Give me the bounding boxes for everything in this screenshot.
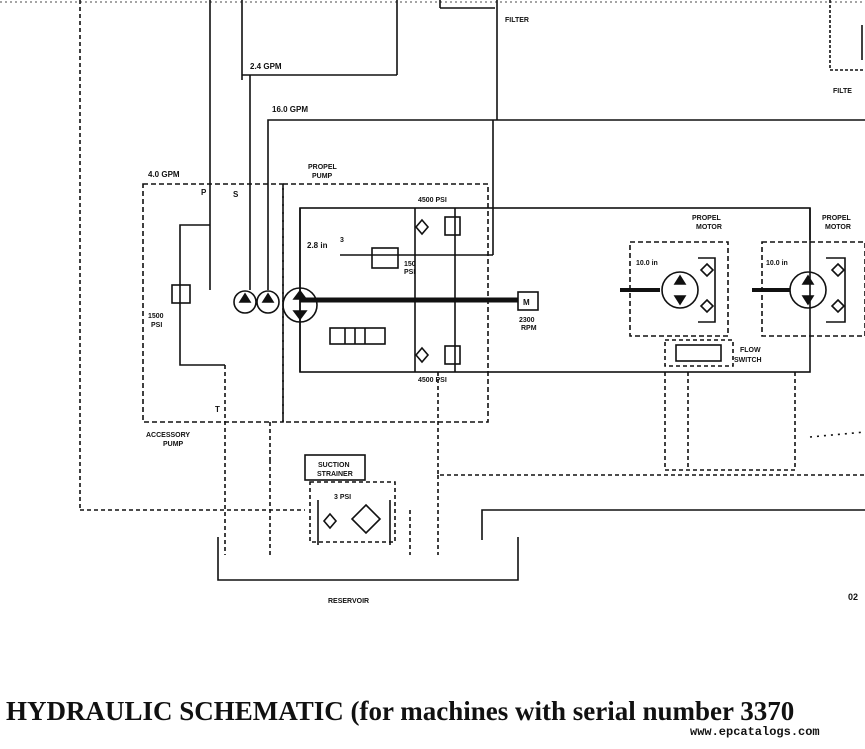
strainer-check (322, 512, 338, 530)
main-loop (299, 207, 811, 373)
accessory-relief-loop (179, 224, 225, 366)
accessory-relief-valve (171, 284, 191, 304)
propel-pump (282, 287, 318, 323)
propel-motor-right-box (761, 241, 865, 337)
pump-displacement-cubed: 3 (340, 237, 344, 244)
motor-left-check-2 (699, 298, 715, 314)
strainer-filter (350, 503, 382, 535)
suction-strainer-label-2: STRAINER (317, 471, 353, 478)
relief-top-label: 4500 PSI (418, 197, 447, 204)
motor-right-arrow-up (801, 274, 815, 285)
flow-switch (675, 344, 722, 362)
filter-label: FILTER (505, 17, 529, 24)
accessory-pump-box (142, 183, 284, 423)
propel-motor-right (789, 271, 827, 309)
accessory-pump-label-1: ACCESSORY (146, 432, 190, 439)
pump-arrow-2 (261, 292, 275, 303)
propel-motor-left (661, 271, 699, 309)
strainer-psi-label: 3 PSI (334, 494, 351, 501)
motor-right-check-2 (830, 298, 846, 314)
propel-motor-right-label-2: MOTOR (825, 224, 851, 231)
propel-pump-label-1: PROPEL (308, 164, 338, 171)
reservoir-right (481, 509, 865, 540)
rpm-label-2: RPM (521, 325, 537, 332)
motor-left-check-1 (699, 262, 715, 278)
reservoir-label: RESERVOIR (328, 598, 369, 605)
flow-16-label: 16.0 GPM (272, 105, 308, 114)
propel-motor-left-label-1: PROPEL (692, 215, 722, 222)
page-title: HYDRAULIC SCHEMATIC (for machines with s… (6, 696, 795, 726)
flow-switch-label-1: FLOW (740, 347, 761, 354)
motor-right-arrow-down (801, 295, 815, 306)
accessory-relief-label-2: PSI (151, 322, 162, 329)
flow-switch-label-2: SWITCH (734, 357, 762, 364)
propel-pump-box (282, 183, 489, 423)
port-p-label: P (201, 188, 207, 197)
page-code: 02 (848, 592, 859, 602)
accessory-pump-2 (256, 290, 280, 314)
motor-disp-left-label: 10.0 in (636, 260, 658, 267)
accessory-pump-label-2: PUMP (163, 441, 184, 448)
accessory-pump-1 (233, 290, 257, 314)
servo-control (329, 327, 386, 345)
electric-motor (517, 291, 539, 311)
filter-right-box (829, 0, 865, 71)
suction-strainer-label-1: SUCTION (318, 462, 350, 469)
suction-strainer-box (304, 454, 366, 481)
return-line-1 (664, 372, 796, 471)
pump-arrow-4 (292, 310, 308, 321)
charge-label-2: PSI (404, 269, 415, 276)
reservoir-tank (217, 537, 519, 581)
flow-switch-box (664, 339, 734, 367)
watermark: www.epcatalogs.com (690, 725, 820, 739)
propel-motor-left-label-2: MOTOR (696, 224, 722, 231)
check-valve-bottom (414, 346, 430, 364)
port-s-label: S (233, 190, 239, 199)
relief-bottom-label: 4500 PSI (418, 377, 447, 384)
motor-drive-label: M (523, 298, 530, 307)
motor-right-valves (826, 257, 846, 323)
check-valve-top (414, 218, 430, 236)
motor-left-arrow-up (673, 274, 687, 285)
motor-left-valves (698, 257, 716, 323)
flow-2-4-label: 2.4 GPM (250, 62, 282, 71)
accessory-relief-label-1: 1500 (148, 313, 164, 320)
charge-label-1: 150 (404, 261, 416, 268)
propel-motor-left-box (629, 241, 729, 337)
return-dash-right (809, 431, 865, 438)
filter-right-label: FILTE (833, 88, 852, 95)
rpm-label-1: 2300 (519, 317, 535, 324)
port-t-label: T (215, 405, 220, 414)
line-16-gpm (267, 119, 865, 290)
propel-pump-label-2: PUMP (312, 173, 333, 180)
relief-valve-top (444, 216, 461, 236)
return-line-3 (437, 372, 865, 476)
motor-left-arrow-down (673, 295, 687, 306)
charge-relief-valve (371, 247, 399, 269)
pump-arrow-3 (292, 289, 308, 300)
motor-right-check-1 (830, 262, 846, 278)
relief-valve-bottom (444, 345, 461, 365)
propel-motor-right-label-1: PROPEL (822, 215, 852, 222)
motor-disp-right-label: 10.0 in (766, 260, 788, 267)
pump-arrow-1 (238, 292, 252, 303)
pump-displacement-label: 2.8 in (307, 241, 328, 250)
strainer-box (309, 481, 396, 543)
flow-4-label: 4.0 GPM (148, 170, 180, 179)
